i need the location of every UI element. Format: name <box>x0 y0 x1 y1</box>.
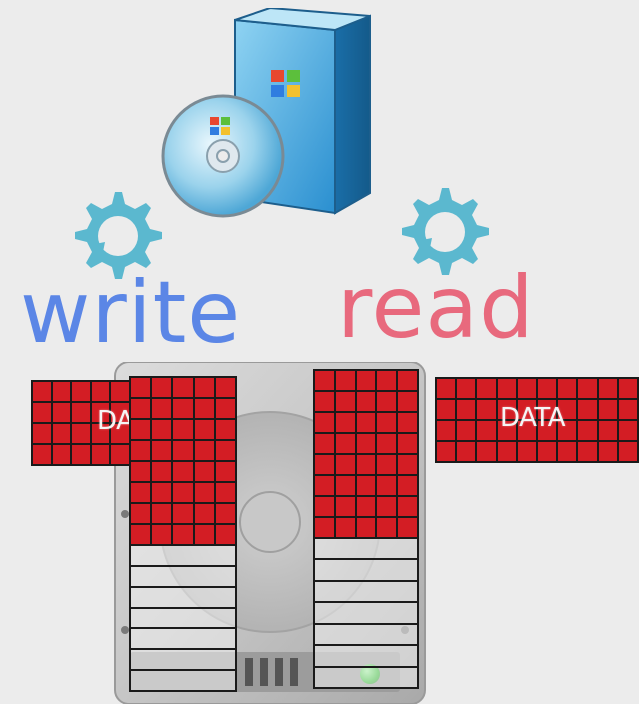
data-block-right <box>435 377 639 463</box>
read-column <box>313 369 419 539</box>
write-column-empty-slots <box>129 546 237 692</box>
software-box-icon <box>234 8 371 215</box>
write-label: write <box>20 263 242 363</box>
data-block-left <box>31 380 131 466</box>
gear-icon <box>402 188 489 275</box>
read-column-empty-slots <box>313 539 419 689</box>
data-label-right: DATA <box>500 403 565 433</box>
read-label: read <box>337 258 535 358</box>
cd-disc-icon <box>161 94 285 218</box>
write-column <box>129 376 237 546</box>
gear-icon <box>75 192 162 279</box>
